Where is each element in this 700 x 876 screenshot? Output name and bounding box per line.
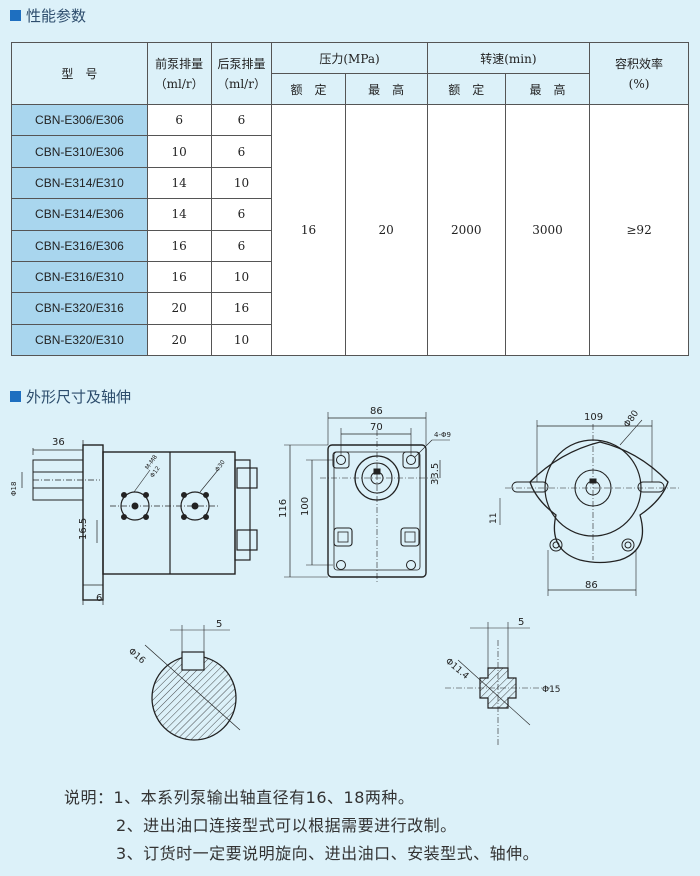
dim-shaft-dia: Φ18 [10,482,18,496]
cell-front: 16 [146,260,212,294]
header-efficiency: 容积效率(%) [589,42,689,105]
header-front-displacement: 前泵排量（ml/r） [146,42,212,105]
section-bullet-icon [10,391,21,402]
cell-front: 16 [146,229,212,262]
cell-back: 6 [210,135,273,168]
cell-model: CBN-E320/E316 [11,292,148,325]
shaft-section-keyed-drawing [144,625,241,741]
dim-6: 6 [96,593,102,604]
cell-front: 20 [146,292,212,325]
dim-70: 70 [370,422,383,433]
dim-116: 116 [278,499,289,518]
section-title-text: 性能参数 [26,7,87,25]
notes-block: 说明：1、本系列泵输出轴直径有16、18两种。 2、进出油口连接型式可以根据需要… [64,784,539,868]
side-view-drawing [21,440,258,605]
cell-back: 10 [210,260,273,294]
note-3: 3、订货时一定要说明旋向、进出油口、安装型式、轴伸。 [116,844,540,863]
table-row: CBN-E316/E310 16 10 [11,260,689,294]
dim-16-5: 16.5 [78,518,89,540]
cell-back: 10 [210,323,273,357]
dim-phi15: Φ15 [542,685,561,695]
cell-model: CBN-E320/E310 [11,323,148,357]
note-2: 2、进出油口连接型式可以根据需要进行改制。 [116,816,457,835]
dim-86: 86 [370,406,383,417]
header-speed-max: 最 高 [504,73,591,105]
header-back-displacement: 后泵排量（ml/r） [210,42,273,105]
cell-speed-max: 3000 [504,104,591,356]
dim-33-5: 33.5 [430,463,441,485]
dim-86-flange: 86 [585,580,598,591]
header-pressure: 压力(MPa) [271,42,428,74]
cell-front: 14 [146,198,212,231]
dim-thread-c: Φ30 [214,459,227,473]
section-title-text: 外形尺寸及轴伸 [26,388,132,406]
dim-100: 100 [300,497,311,516]
cell-model: CBN-E310/E306 [11,135,148,168]
dim-36: 36 [52,437,65,448]
cell-front: 14 [146,166,212,200]
dim-phi16: Φ16 [126,647,147,667]
table-row: CBN-E320/E316 20 16 [11,292,689,325]
cell-back: 10 [210,166,273,200]
header-speed-rated: 额 定 [426,73,506,105]
dimension-drawings: 36 6 16.5 Φ18 M-M8 Φ12 Φ30 [10,406,680,745]
cell-back: 6 [210,198,273,231]
cell-front: 6 [146,103,212,137]
cell-model: CBN-E316/E310 [11,260,148,294]
header-pressure-rated: 额 定 [271,73,346,105]
cell-back: 6 [210,103,273,137]
shaft-section-spline-drawing [445,622,555,745]
cell-front: 10 [146,135,212,168]
cell-model: CBN-E314/E310 [11,166,148,200]
cell-model: CBN-E316/E306 [11,229,148,262]
section-title-dimensions: 外形尺寸及轴伸 [10,386,131,407]
dim-key-5b: 5 [518,617,524,628]
cell-back: 6 [210,229,273,262]
table-row: CBN-E306/E306 6 6 16 20 2000 3000 ≥92 [11,103,689,356]
dim-phi80: Φ80 [622,409,641,430]
table-row: CBN-E310/E306 10 6 [11,135,689,168]
section-bullet-icon [10,10,21,21]
table-row: CBN-E314/E310 14 10 [11,166,689,200]
cell-model: CBN-E306/E306 [11,103,148,137]
performance-table: 型 号 前泵排量（ml/r） 后泵排量（ml/r） 压力(MPa) 转速(min… [11,42,689,357]
dim-4-holes: 4-Φ9 [434,431,451,439]
cell-pressure-rated: 16 [271,104,346,356]
table-row: CBN-E320/E310 20 10 [11,323,689,357]
section-title-performance: 性能参数 [10,5,86,26]
header-speed: 转速(min) [426,42,591,74]
cell-front: 20 [146,323,212,357]
note-1: 说明：1、本系列泵输出轴直径有16、18两种。 [64,788,415,807]
flange-view-drawing [499,419,680,596]
dim-phi11-4: Φ11.4 [443,657,470,682]
dim-11: 11 [489,513,499,524]
dim-key-5: 5 [216,619,222,630]
dim-109: 109 [584,412,603,423]
cell-model: CBN-E314/E306 [11,198,148,231]
cell-efficiency: ≥92 [589,104,689,356]
cell-speed-rated: 2000 [426,104,506,356]
cell-pressure-max: 20 [344,104,428,356]
front-view-drawing [284,412,450,582]
cell-back: 16 [210,292,273,325]
header-pressure-max: 最 高 [344,73,428,105]
header-model: 型 号 [11,42,148,105]
